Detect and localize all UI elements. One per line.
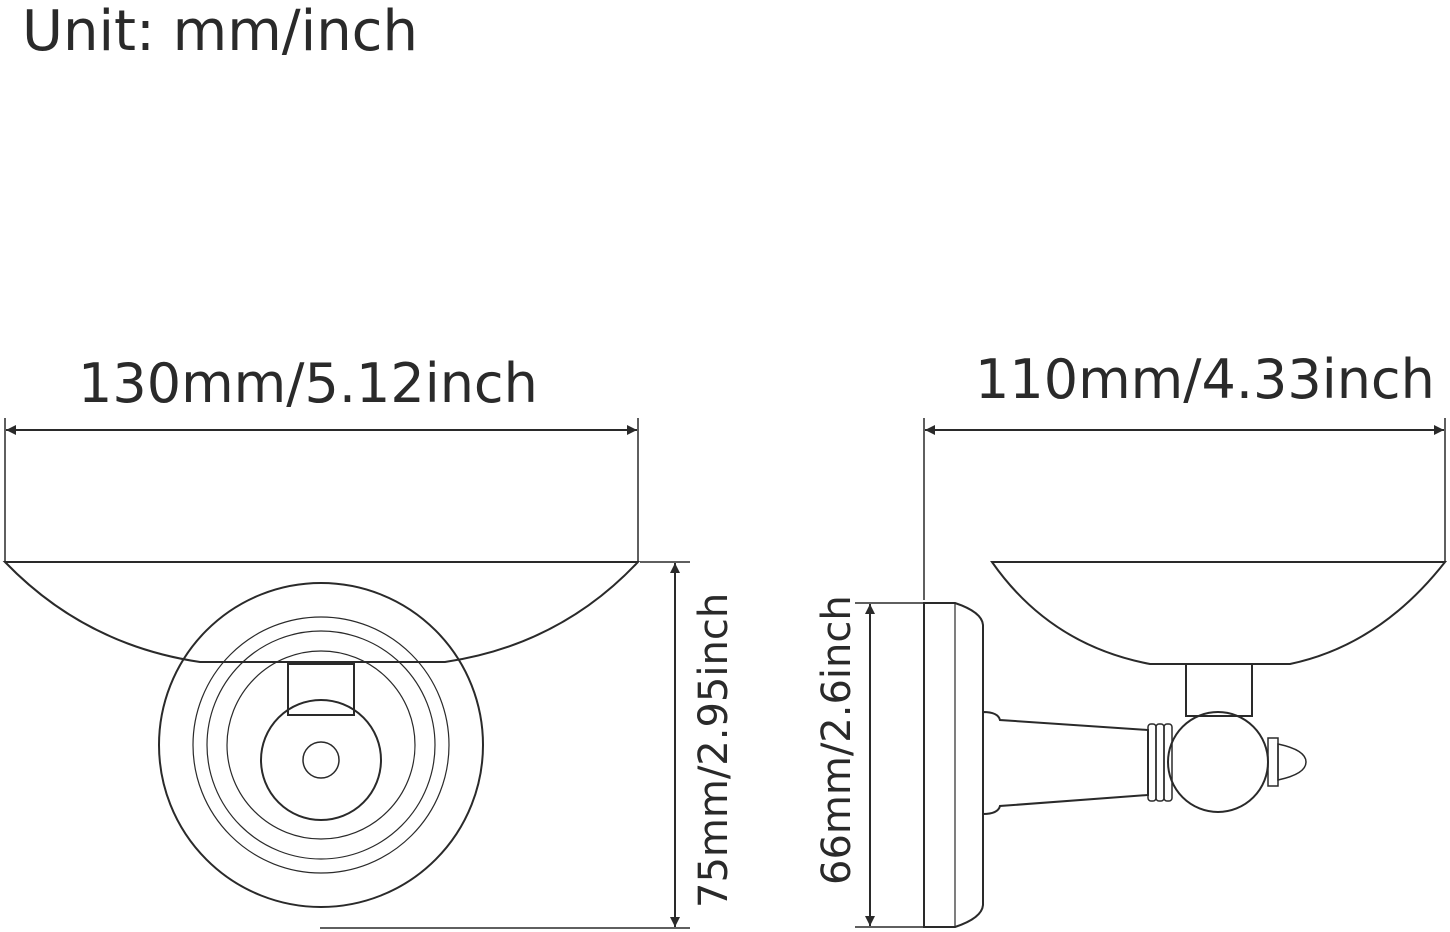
side-depth-label: 110mm/4.33inch: [975, 348, 1435, 411]
front-view: 130mm/5.12inch 75mm/2.95inch: [2, 352, 737, 929]
side-plate-height-label: 66mm/2.6inch: [814, 595, 860, 885]
side-arm: [982, 710, 1173, 816]
side-neck: [1185, 663, 1253, 717]
front-soap-dish: [2, 561, 641, 663]
side-wall-plate: [923, 602, 984, 928]
side-knob: [1167, 711, 1307, 813]
front-back-plate: [158, 582, 484, 908]
unit-label: Unit: mm/inch: [22, 0, 418, 64]
side-soap-dish: [990, 561, 1448, 665]
front-neck: [287, 663, 355, 716]
front-height-label: 75mm/2.95inch: [691, 593, 737, 908]
front-width-label: 130mm/5.12inch: [78, 352, 538, 415]
side-view: 110mm/4.33inch 66mm/2.6inch: [814, 348, 1448, 928]
